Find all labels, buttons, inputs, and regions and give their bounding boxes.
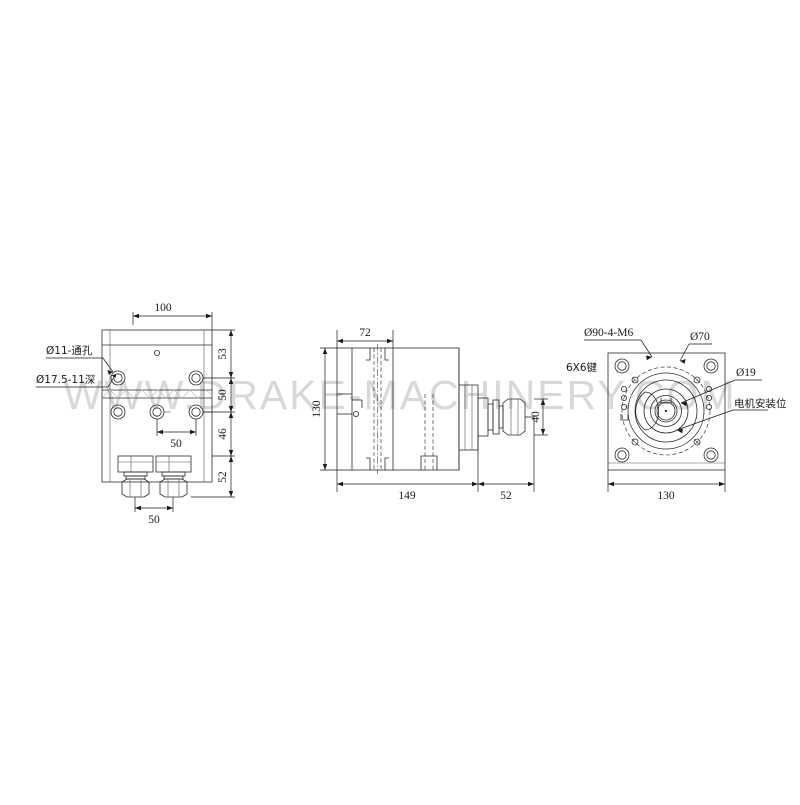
dim-value-72: 72 — [359, 327, 371, 339]
label-motor-mount: 电机安装位 — [676, 397, 787, 434]
dim-value-100: 100 — [154, 302, 172, 314]
dimension-52: 52 — [478, 417, 535, 502]
label-text-counterbore: Ø17.5-11深 — [36, 374, 95, 386]
label-text-motor-mount: 电机安装位 — [734, 397, 787, 410]
counterbore-hole-upper-right — [188, 370, 204, 386]
corner-hole-tr — [703, 358, 719, 374]
through-hole-lower-right — [188, 404, 204, 420]
label-text-bore-diameter: Ø19 — [736, 367, 756, 379]
dim-value-50-bottom: 50 — [148, 514, 160, 526]
dim-value-149: 149 — [398, 490, 416, 502]
dim-value-46: 46 — [217, 428, 229, 440]
dim-value-130-width: 130 — [657, 490, 675, 502]
label-text-bolt-circle: Ø90-4-M6 — [584, 327, 633, 339]
label-text-through-hole: Ø11-通孔 — [46, 344, 93, 357]
dimension-149: 149 — [336, 436, 479, 502]
dim-value-52-shaft: 52 — [500, 490, 512, 502]
dimension-50-mid: 50 — [156, 419, 197, 450]
counterbore-hole-upper-left — [110, 370, 126, 386]
dim-value-130-height: 130 — [311, 400, 323, 418]
dim-value-50-stack: 50 — [217, 389, 229, 401]
dim-value-50-mid: 50 — [170, 438, 182, 450]
bolt-circle-holes — [631, 376, 701, 446]
hex-nut-left — [121, 478, 150, 498]
dimension-100: 100 — [132, 302, 213, 330]
label-counterbore: Ø17.5-11深 — [36, 373, 117, 388]
through-hole-lower-left — [110, 404, 126, 420]
label-text-key: 6X6键 — [566, 361, 598, 374]
side-view-group: 72 130 149 — [311, 327, 548, 502]
shaft-hex-end — [502, 398, 526, 436]
dim-value-40: 40 — [530, 411, 542, 423]
dimension-stack-right: 53 50 46 52 — [191, 329, 235, 498]
corner-hole-br — [703, 447, 719, 463]
corner-hole-tl — [614, 358, 630, 374]
rear-view-group: Ø90-4-M6 Ø70 Ø19 6X6键 — [566, 327, 787, 502]
dimension-130-height: 130 — [311, 347, 337, 471]
front-view-group: 100 50 50 — [36, 302, 235, 526]
dimension-130-width: 130 — [607, 470, 726, 502]
label-bolt-circle: Ø90-4-M6 — [584, 327, 653, 361]
dim-value-52: 52 — [217, 471, 229, 483]
label-bore-diameter: Ø19 — [680, 367, 762, 407]
dim-value-53: 53 — [217, 348, 229, 360]
dimension-40: 40 — [530, 398, 548, 436]
hex-nut-right — [159, 478, 188, 498]
dimension-72: 72 — [336, 327, 394, 348]
label-through-hole: Ø11-通孔 — [46, 344, 114, 375]
label-text-pilot-diameter: Ø70 — [690, 331, 710, 343]
corner-hole-bl — [614, 447, 630, 463]
through-hole-lower-center — [149, 404, 165, 420]
label-key: 6X6键 — [566, 361, 598, 374]
label-pilot-diameter: Ø70 — [679, 331, 712, 364]
dimension-50-bottom: 50 — [134, 497, 174, 526]
